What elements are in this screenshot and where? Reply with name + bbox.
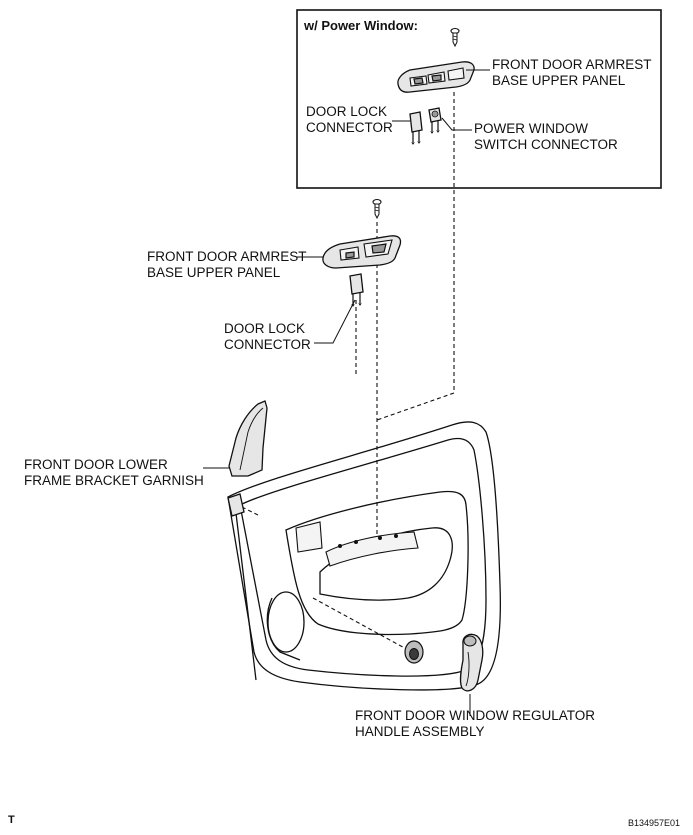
main-armrest-label-line2: BASE UPPER PANEL [147,265,281,280]
power-window-inset: w/ Power Window: FRONT DOOR ARMREST BASE… [296,9,662,189]
main-door-lock-label-line1: DOOR LOCK [224,321,305,336]
door-trim-icon [227,421,501,691]
inset-pw-label-line1: POWER WINDOW [474,121,588,136]
inset-door-lock-label-line1: DOOR LOCK [306,104,387,119]
washer-icon [404,640,424,664]
figure-id: B134957E01 [628,818,680,828]
handle-label-line1: FRONT DOOR WINDOW REGULATOR [355,708,595,723]
inset-door-lock-label-line2: CONNECTOR [306,120,393,135]
main-door-lock-leader [314,299,356,344]
screw-icon [450,27,460,48]
main-armrest-label-line1: FRONT DOOR ARMREST [147,249,307,264]
inset-title: w/ Power Window: [303,18,418,33]
inset-armrest-label-line2: BASE UPPER PANEL [492,73,626,88]
garnish-label-line1: FRONT DOOR LOWER [24,457,168,472]
connector-icon [349,273,364,307]
connector-icon [409,111,423,145]
handle-label-line2: HANDLE ASSEMBLY [355,724,485,739]
inset-pw-label-line2: SWITCH CONNECTOR [474,137,618,152]
main-door-lock-label-line2: CONNECTOR [224,337,311,352]
inset-frame [296,9,662,189]
armrest-panel-icon [322,235,402,269]
garnish-label-line2: FRAME BRACKET GARNISH [24,473,204,488]
armrest-panel-icon [397,61,475,93]
connector-icon [428,107,442,134]
corner-mark: T [8,814,15,826]
inset-armrest-label-line1: FRONT DOOR ARMREST [492,57,652,72]
garnish-icon [228,400,268,477]
inset-pw-connector-leader [441,117,472,131]
handle-icon [459,633,484,692]
screw-icon [372,198,382,220]
